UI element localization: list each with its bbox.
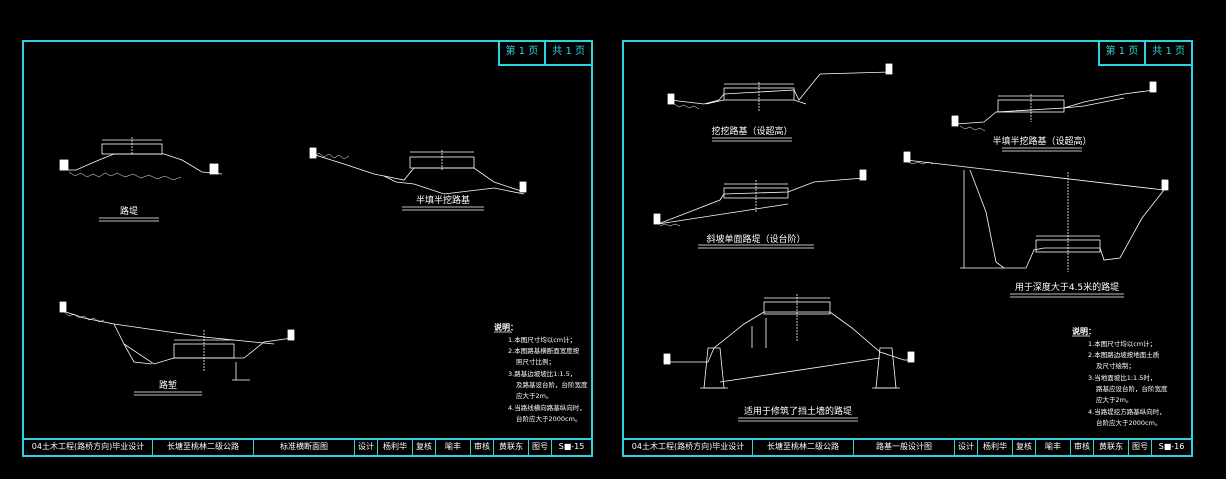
note-line: 3.当地面坡比1:1.5时， (1088, 373, 1156, 382)
note-line: 1.本图尺寸均以cm计； (1088, 339, 1156, 348)
note-line: 路基应设台阶，台阶宽度 (1096, 384, 1168, 393)
note-line: 4.当路堤挖方路基纵向时， (1088, 407, 1166, 416)
title-number-label: 图号 (529, 440, 552, 455)
caption-retaining-wall: 适用于修筑了挡土墙的路堤 (744, 405, 852, 417)
drawing-sheet-right: 挖挖路基（设超高） 半填半挖路基（设超高） 斜坡单面路堤（设台阶） 用于深度大于… (622, 40, 1193, 457)
title-designer: 杨利华 (378, 440, 413, 455)
title-block: 04土木工程(路桥方向)毕业设计 长塘至桃林二级公路 路基一般设计图 设计 杨利… (624, 438, 1191, 455)
note-line: 2.本图路边坡按地面土质 (1088, 350, 1160, 359)
half-fill-half-cut-section (309, 147, 527, 195)
note-line: 台阶应大于2000cm。 (516, 414, 581, 423)
cross-section-drawing-right: 挖挖路基（设超高） 半填半挖路基（设超高） 斜坡单面路堤（设台阶） 用于深度大于… (653, 63, 1169, 427)
caption-half-fill-superelevation: 半填半挖路基（设超高） (992, 135, 1091, 147)
title-number: S■-15 (558, 442, 585, 451)
note-line: 2.本图路基横断面宽度按 (508, 346, 580, 355)
title-reviewer: 黄联东 (494, 440, 529, 455)
caption-fill-embankment: 路堤 (120, 205, 138, 217)
title-drawing-name: 路基一般设计图 (854, 440, 955, 455)
note-line: 及路基设台阶，台阶宽度 (516, 380, 588, 389)
title-course: 04土木工程(路桥方向)毕业设计 (24, 440, 153, 455)
retaining-wall-section (663, 294, 915, 389)
cut-section (59, 301, 295, 381)
deep-fill-section (903, 151, 1169, 272)
title-review-label: 审核 (1071, 440, 1094, 455)
title-number-label: 图号 (1129, 440, 1152, 455)
title-check-label: 复核 (1013, 440, 1036, 455)
page-total: 共 1 页 (1144, 42, 1191, 64)
page-number-box: 第 1 页 共 1 页 (1097, 42, 1191, 66)
notes-left: 说明： 1.本图尺寸均以cm计； 2.本图路基横断面宽度按 照尺寸比例； 3.路… (494, 322, 588, 423)
caption-steep-slope: 斜坡单面路堤（设台阶） (706, 233, 805, 245)
title-checker: 喻丰 (436, 440, 471, 455)
steep-slope-section (653, 169, 867, 227)
title-design-label: 设计 (955, 440, 978, 455)
caption-deep-cut: 挖挖路基（设超高） (711, 125, 792, 137)
title-block: 04土木工程(路桥方向)毕业设计 长塘至桃林二级公路 标准横断面图 设计 杨利华… (24, 438, 591, 455)
page-number-box: 第 1 页 共 1 页 (497, 42, 591, 66)
drawing-sheet-left: 路堤 半填半挖路基 路堑 说明： 1.本图尺寸均以cm计； 2.本图路基横断面宽… (22, 40, 593, 457)
page-current: 第 1 页 (1105, 46, 1139, 57)
note-line: 4.当路线横向路基纵向时， (508, 403, 586, 412)
note-line: 台阶应大于2000cm。 (1096, 418, 1161, 427)
fill-embankment-section (59, 137, 223, 181)
title-project: 长塘至桃林二级公路 (753, 440, 854, 455)
title-review-label: 审核 (471, 440, 494, 455)
note-line: 1.本图尺寸均以cm计； (508, 335, 576, 344)
note-line: 应大于2m。 (516, 391, 552, 400)
title-design-label: 设计 (355, 440, 378, 455)
page-total: 共 1 页 (544, 42, 591, 64)
note-line: 照尺寸比例； (516, 357, 555, 366)
note-line: 应大于2m。 (1096, 395, 1132, 404)
title-project: 长塘至桃林二级公路 (153, 440, 254, 455)
title-check-label: 复核 (413, 440, 436, 455)
note-line: 及尺寸绘制； (1096, 361, 1135, 370)
cross-section-drawing-left: 路堤 半填半挖路基 路堑 说明： 1.本图尺寸均以cm计； 2.本图路基横断面宽… (59, 137, 588, 423)
note-line: 3.路基边坡坡比1:1.5， (508, 369, 576, 378)
title-drawing-name: 标准横断面图 (254, 440, 355, 455)
caption-deep-fill: 用于深度大于4.5米的路堤 (1015, 281, 1119, 293)
notes-right: 说明： 1.本图尺寸均以cm计； 2.本图路边坡按地面土质 及尺寸绘制； 3.当… (1072, 326, 1168, 427)
page-current: 第 1 页 (505, 46, 539, 57)
title-course: 04土木工程(路桥方向)毕业设计 (624, 440, 753, 455)
notes-heading: 说明： (1072, 326, 1096, 336)
caption-cut: 路堑 (159, 379, 177, 391)
caption-half-fill-half-cut: 半填半挖路基 (416, 194, 470, 206)
notes-heading: 说明： (494, 322, 518, 332)
half-fill-superelevation-section (951, 81, 1157, 132)
title-designer: 杨利华 (978, 440, 1013, 455)
title-checker: 喻丰 (1036, 440, 1071, 455)
title-reviewer: 黄联东 (1094, 440, 1129, 455)
title-number: S■-16 (1158, 442, 1185, 451)
deep-cut-section (667, 63, 893, 112)
